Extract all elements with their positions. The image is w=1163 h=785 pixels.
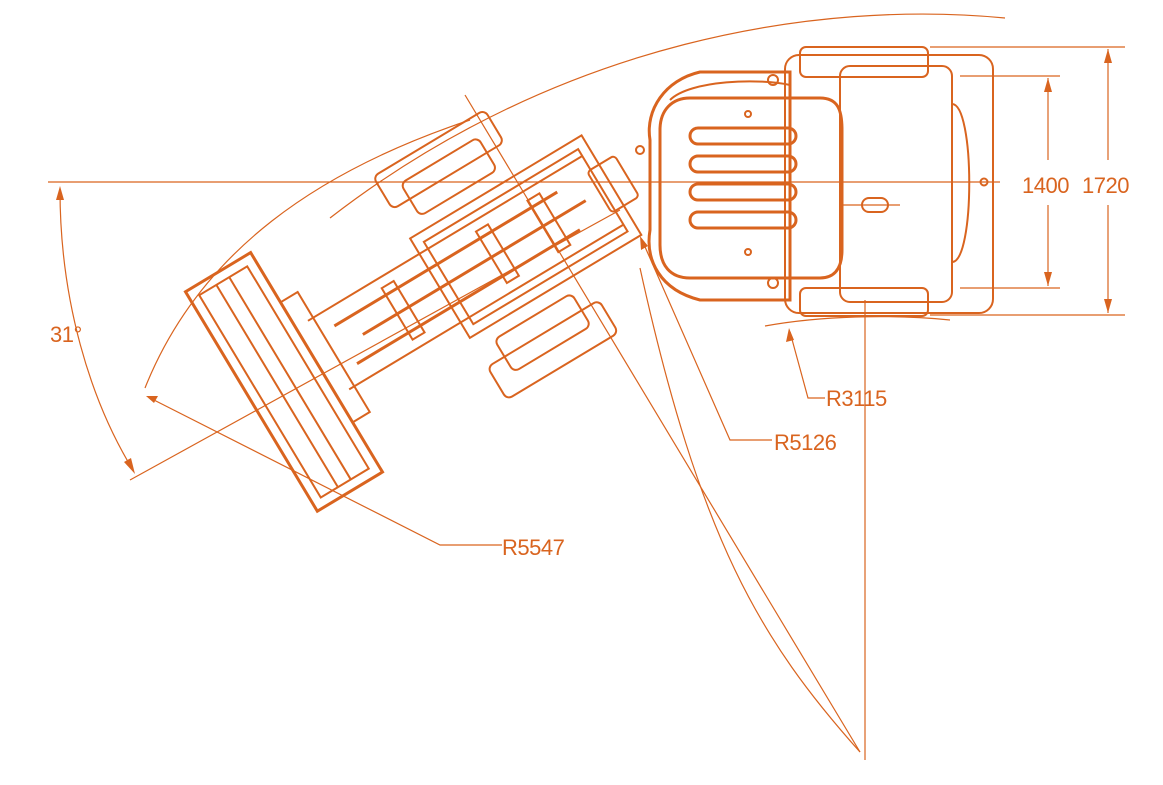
boom-cylinder-top: [333, 190, 559, 328]
angle-arrow-top: [56, 186, 64, 200]
width-dimensions: 1400 1720: [930, 46, 1130, 316]
counterweight-side: [669, 80, 791, 101]
label-r3115: R3115: [826, 386, 887, 411]
boom-swing-bracket: [587, 155, 639, 213]
grille-slot: [688, 154, 798, 174]
stabilizer-pad-top-inner: [374, 111, 503, 209]
radius-arcs: [144, 13, 1006, 753]
engine-grille: [688, 126, 798, 230]
boom-cylinder-bottom: [356, 228, 581, 365]
bolt-top-cab: [744, 110, 752, 118]
dim-label-1720: 1720: [1082, 173, 1129, 198]
bolt-top-house: [767, 74, 779, 86]
arrow-1720-top: [1104, 49, 1112, 63]
cylinder-clamp: [474, 222, 521, 285]
leader-r5126: [641, 239, 772, 441]
arrow-1400-bottom: [1044, 272, 1052, 286]
cylinder-clamp: [526, 192, 572, 254]
grille-slot: [688, 182, 798, 202]
angle-dimension: 31°: [50, 186, 135, 474]
radius-leaders: R3115 R5126 R5547: [146, 236, 887, 560]
boom-rail-top: [307, 155, 583, 322]
stabilizer-pad-bottom-inner: [488, 301, 618, 399]
angle-label: 31°: [50, 322, 82, 347]
label-r5547: R5547: [502, 535, 565, 560]
leader-r3115-arrow: [786, 328, 794, 342]
arrow-1720-bottom: [1104, 299, 1112, 313]
stabilizer-pad-top: [401, 138, 496, 215]
boom-assembly: [183, 111, 643, 514]
leader-r3115: [789, 331, 825, 399]
undercarriage-blade-edge: [951, 103, 971, 263]
cab-outline: [658, 96, 844, 280]
boom-pivot: [635, 145, 645, 155]
dim-label-1400: 1400: [1022, 173, 1069, 198]
center-pin: [979, 177, 989, 187]
leader-r5547-arrow: [146, 396, 158, 403]
track-top: [799, 46, 929, 78]
label-r5126: R5126: [774, 430, 837, 455]
leader-r5126-arrow: [640, 236, 648, 250]
grille-slot: [688, 210, 798, 230]
boom-rail-bottom: [348, 223, 624, 391]
cylinder-clamp: [380, 279, 426, 341]
bucket-rib: [215, 284, 339, 488]
rear-radius-arc: [764, 316, 951, 327]
undercarriage-body: [839, 65, 953, 303]
boom-cylinder-mid: [362, 199, 587, 336]
arrow-1400-top: [1044, 78, 1052, 92]
bucket-outer: [183, 250, 385, 514]
angle-arrow-bottom: [124, 458, 135, 474]
upper-structure: [647, 70, 900, 302]
track-frame-outer: [784, 54, 994, 314]
grille-slot: [688, 126, 798, 146]
bucket-link: [279, 290, 372, 424]
outer-swing-arc: [329, 13, 1006, 219]
construction-lines: [48, 94, 1000, 760]
radial-line-mid: [464, 94, 861, 753]
bolt-bottom-cab: [744, 248, 752, 256]
mid-swing-arc: [144, 119, 471, 389]
angle-arc: [59, 189, 134, 471]
house-outline: [647, 70, 792, 302]
outer-arc-bottom: [639, 267, 861, 753]
bucket-rib: [228, 276, 352, 480]
bucket-inner: [197, 264, 371, 499]
leader-r5547: [149, 397, 502, 546]
bolt-bottom-house: [767, 277, 779, 289]
